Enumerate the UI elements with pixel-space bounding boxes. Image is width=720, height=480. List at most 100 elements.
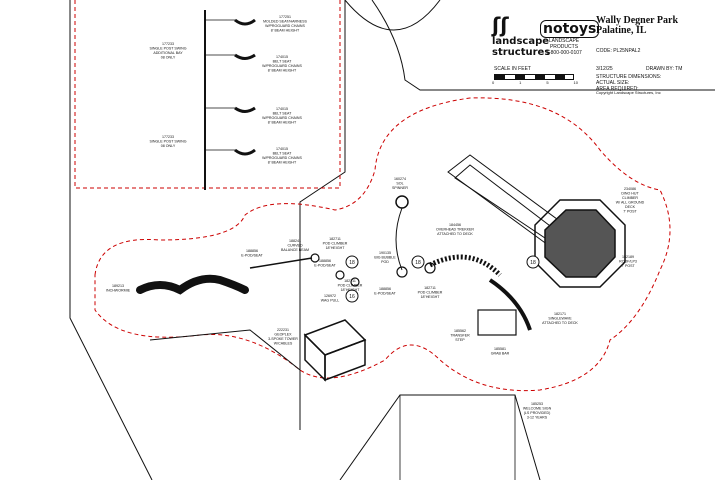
copyright: Copyright Landscape Structures, Inc bbox=[596, 90, 661, 95]
component-label-line: BELT SEAT bbox=[273, 112, 293, 116]
component-label-line: SINGLEWAVE bbox=[548, 317, 572, 321]
project-location: Palatine, IL bbox=[596, 25, 647, 36]
scale-ticks: 0 1 5 10 bbox=[492, 80, 578, 85]
pod-c bbox=[310, 253, 320, 263]
site-boundary-right bbox=[371, 0, 715, 91]
component-label-line: INCHWORMIE bbox=[106, 289, 131, 293]
project-name: Wally Degner Park bbox=[596, 15, 679, 26]
pod-e bbox=[350, 277, 360, 287]
partner-sub-2: 1-800-000-0107 bbox=[546, 50, 582, 56]
dims-line: ACTUAL SIZE: bbox=[596, 80, 630, 86]
component-label-line: 174015 bbox=[276, 147, 288, 151]
component-label-line: 182711 bbox=[344, 279, 356, 283]
component-label-line: E-POD/SEAT bbox=[314, 264, 336, 268]
drawn-by: DRAWN BY: TM bbox=[646, 66, 683, 72]
component-label-line: POD CLIMBER bbox=[323, 242, 348, 246]
component-label-line: GRAB BAR bbox=[491, 352, 510, 356]
component-label-line: 3-12 YEARS bbox=[527, 416, 548, 420]
component-label-line: TRANSFER bbox=[450, 334, 470, 338]
partner-name: notoys bbox=[540, 20, 600, 38]
scale-bar bbox=[494, 74, 574, 80]
dims-line: STRUCTURE DIMENSIONS: bbox=[596, 74, 662, 80]
component-label-line: 182171 bbox=[554, 312, 566, 316]
shelter-roof-inner bbox=[399, 395, 516, 480]
landscape-structures-logo: ʃʃ landscape structures bbox=[492, 13, 550, 58]
component-label-line: 182711 bbox=[329, 237, 341, 241]
component-label-line: WAG PULL bbox=[321, 299, 339, 303]
component-label-line: DINO HUT bbox=[621, 192, 639, 196]
structure-dims: STRUCTURE DIMENSIONS: ACTUAL SIZE: AREA … bbox=[596, 74, 661, 92]
swing-enclosure bbox=[74, 0, 341, 189]
balance-beam bbox=[249, 257, 313, 269]
dims-line: AREA REQUIRED: bbox=[596, 86, 639, 92]
component-label-line: 190135 bbox=[379, 251, 391, 255]
component-label-line: 177233 bbox=[162, 42, 174, 46]
component-label-line: 18"HEIGHT bbox=[326, 246, 346, 250]
component-label-line: 152189 bbox=[622, 255, 634, 259]
component-label-line: E-POD/SEAT bbox=[241, 254, 263, 258]
component-label-line: E-POD/SEAT bbox=[374, 292, 396, 296]
component-label-line: CURVED bbox=[287, 244, 303, 248]
component-label-line: 8' BEAM HEIGHT bbox=[268, 121, 297, 125]
scale-tick: 0 bbox=[492, 80, 495, 85]
component-label-line: W/CABLES bbox=[274, 342, 293, 346]
curved-slide bbox=[488, 278, 532, 331]
pod-b bbox=[424, 262, 436, 274]
component-label-line: (LS PROVIDED) bbox=[524, 411, 551, 415]
component-label-line: 185562 bbox=[454, 329, 466, 333]
component-label-line: ATTACHED TO DECK bbox=[542, 321, 578, 325]
component-label-line: SINGLE POST SWING bbox=[149, 140, 186, 144]
spinner-cable bbox=[395, 207, 403, 271]
component-label-line: 188856 bbox=[246, 249, 258, 253]
component-label-line: 174015 bbox=[276, 107, 288, 111]
component-label-line: POD bbox=[381, 260, 389, 264]
marker-label: 16 bbox=[349, 294, 355, 300]
component-label-line: ATTACHED TO DECK bbox=[437, 232, 473, 236]
component-label-line: W/PROGUARD CHAINS bbox=[262, 156, 302, 160]
component-label-line: 185581 bbox=[494, 347, 506, 351]
cube-climber bbox=[303, 319, 367, 382]
component-label-line: 08 ONLY bbox=[161, 56, 176, 60]
component-label-line: W/PROGUARD CHAINS bbox=[265, 24, 305, 28]
shelter-roof bbox=[339, 394, 541, 480]
scale-label: SCALE IN FEET bbox=[494, 66, 531, 72]
component-label-line: 188856 bbox=[379, 287, 391, 291]
overhead-arch bbox=[428, 254, 502, 277]
component-label-line: SPINNER bbox=[392, 186, 408, 190]
marker-label: 18 bbox=[415, 260, 421, 266]
component-label-line: MOLDED SEAT/HARNESS bbox=[263, 20, 307, 24]
marker-label: 18 bbox=[349, 260, 355, 266]
component-label-line: 18"HEIGHT bbox=[421, 295, 441, 299]
component-label-line: GEOPLEX bbox=[274, 333, 292, 337]
dino-hut-octagon bbox=[534, 199, 626, 288]
pod-a bbox=[396, 266, 408, 278]
component-label-line: 174015 bbox=[276, 55, 288, 59]
pod-d bbox=[335, 270, 345, 280]
spinner bbox=[395, 195, 409, 209]
marker-circle bbox=[526, 255, 540, 269]
drawing-date: 3/12/25 bbox=[596, 66, 613, 72]
site-boundary bbox=[69, 0, 441, 480]
title-block: ʃʃ landscape structures notoys LANDSCAPE… bbox=[486, 10, 716, 105]
component-label-line: 185253 bbox=[531, 402, 543, 406]
component-label-line: 18"HEIGHT bbox=[341, 288, 361, 292]
ls-logo-icon: ʃʃ bbox=[492, 13, 509, 37]
